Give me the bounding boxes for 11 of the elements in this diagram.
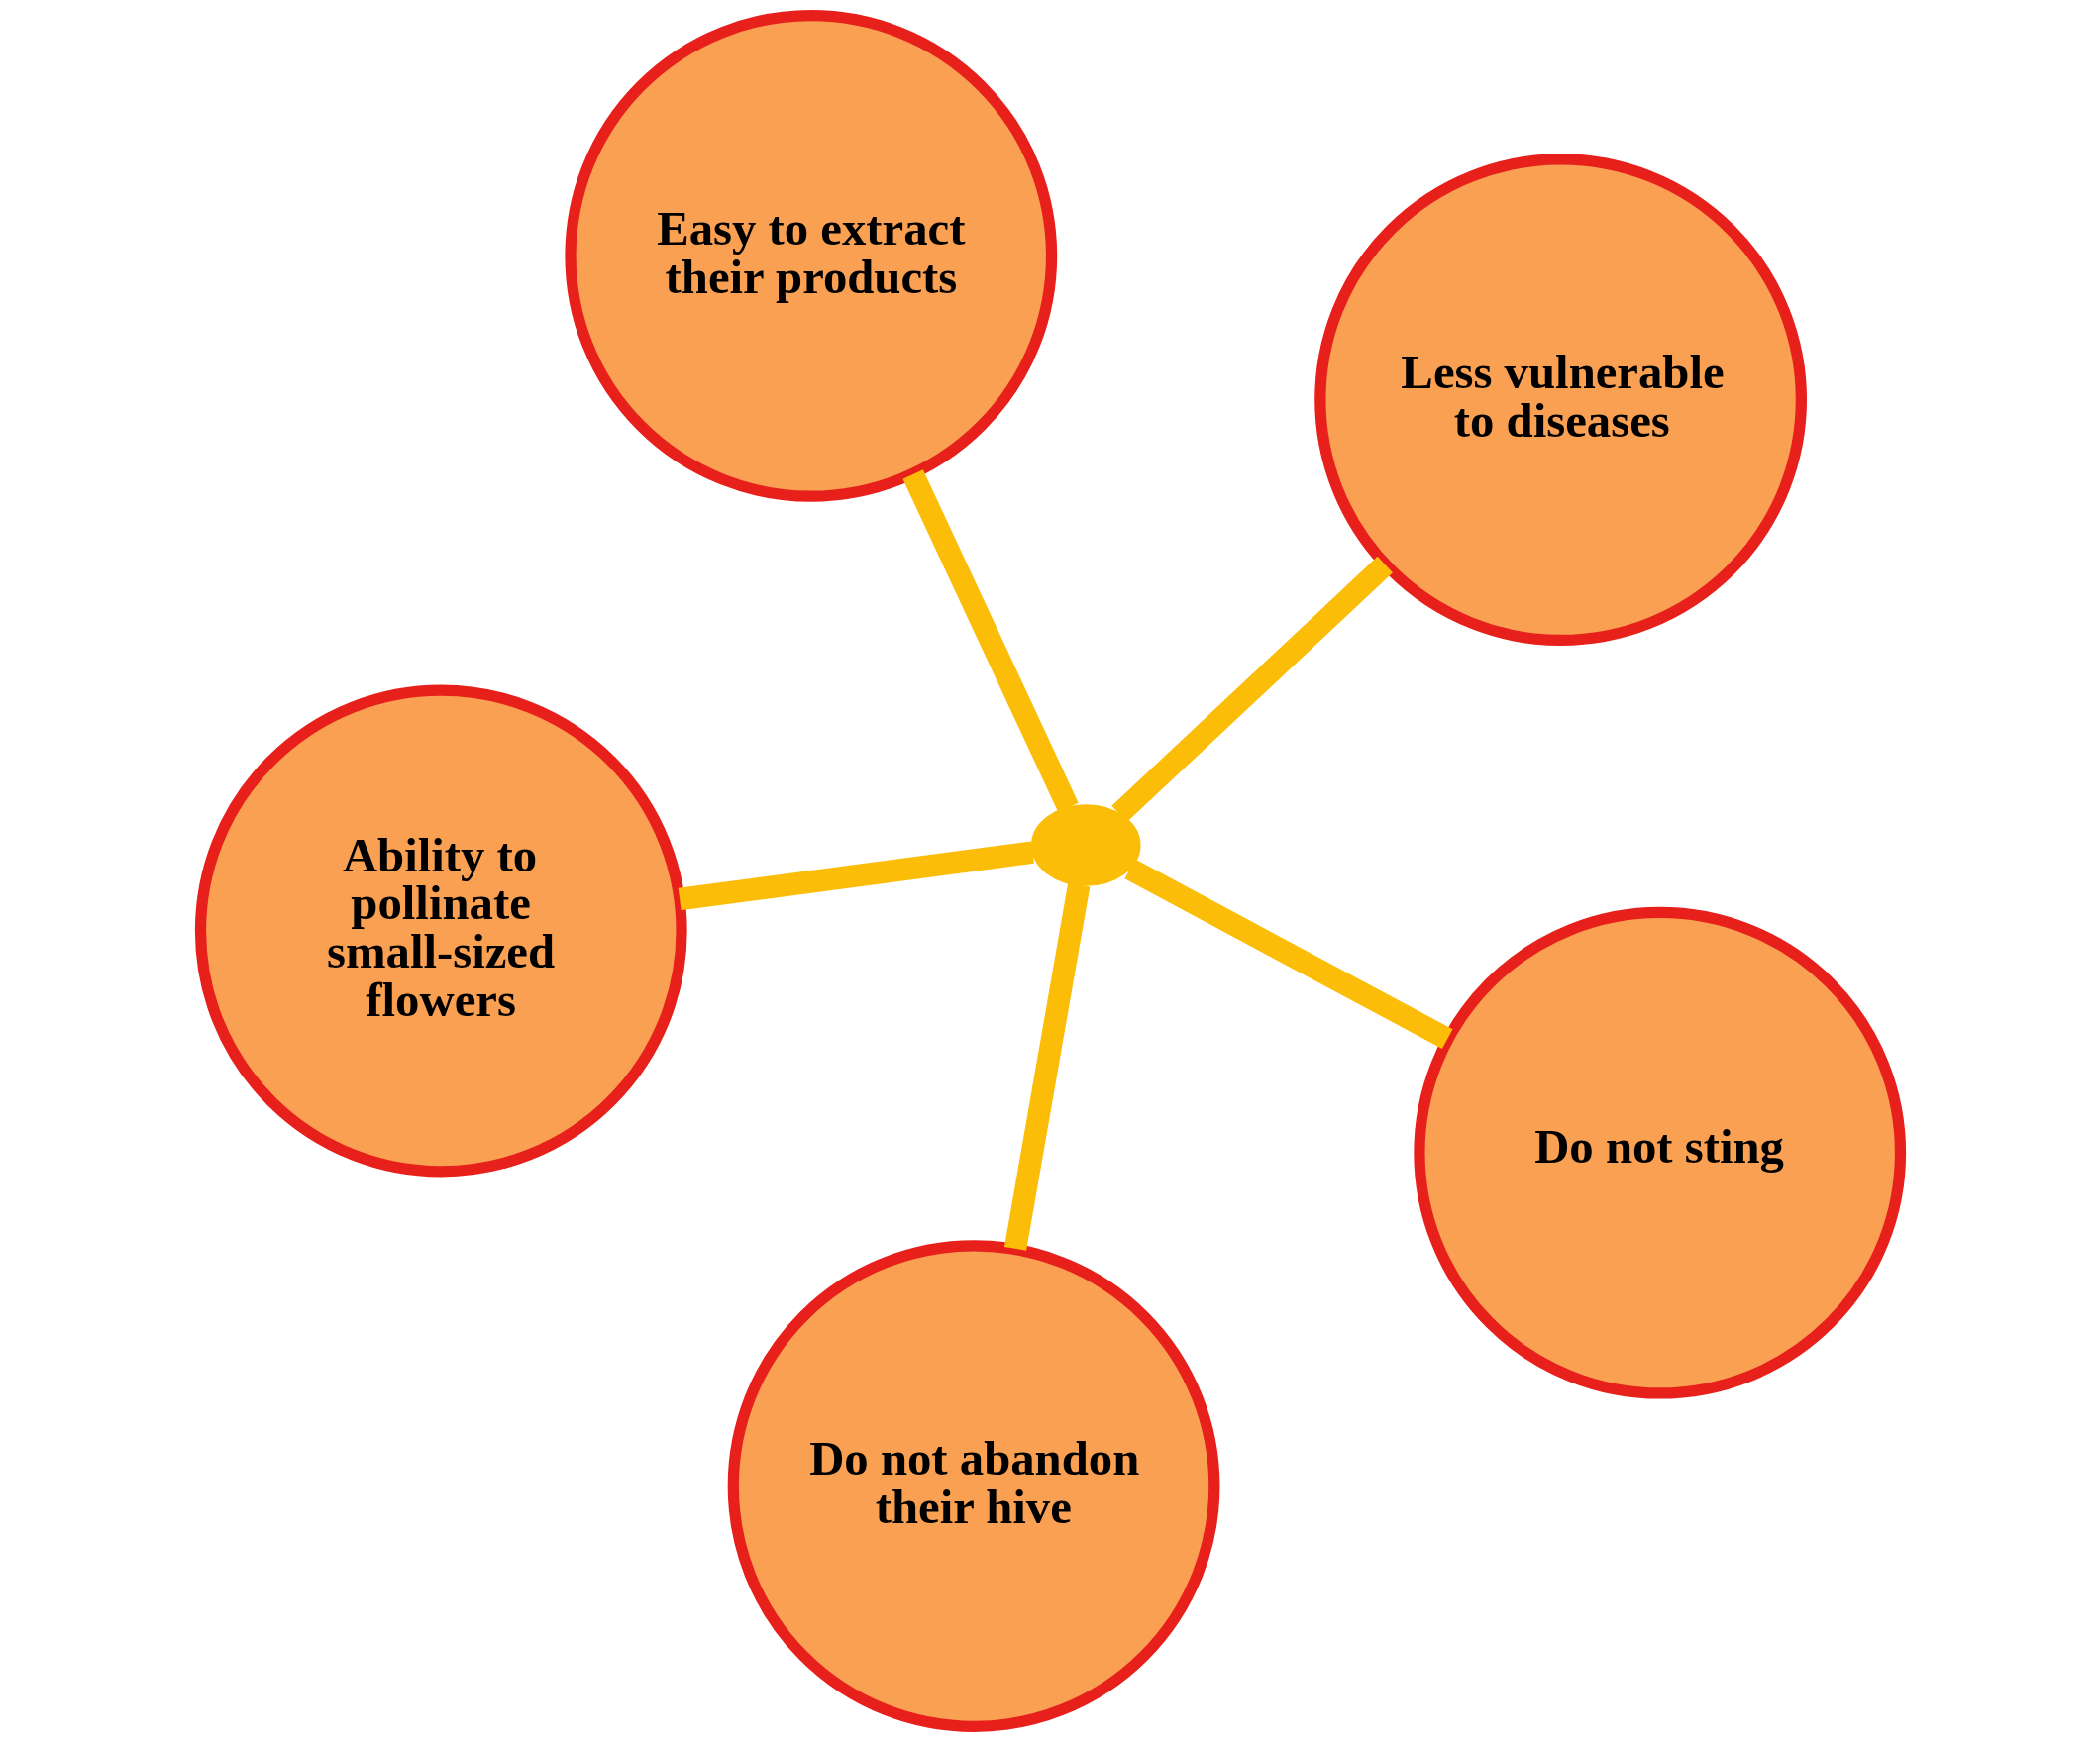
connector — [1110, 556, 1393, 823]
connector — [678, 841, 1034, 911]
node-circle: Do not sting — [1413, 906, 1906, 1399]
node-blob — [1030, 804, 1141, 886]
node-circle: Ability to pollinate small-sized flowers — [194, 684, 687, 1178]
node-circle: Easy to extract their products — [564, 10, 1057, 502]
node-circle: Do not abandon their hive — [727, 1240, 1219, 1732]
connector — [901, 469, 1079, 813]
connector — [1123, 859, 1452, 1050]
node-circle: Less vulnerable to diseases — [1313, 154, 1807, 647]
connector — [1003, 882, 1090, 1251]
